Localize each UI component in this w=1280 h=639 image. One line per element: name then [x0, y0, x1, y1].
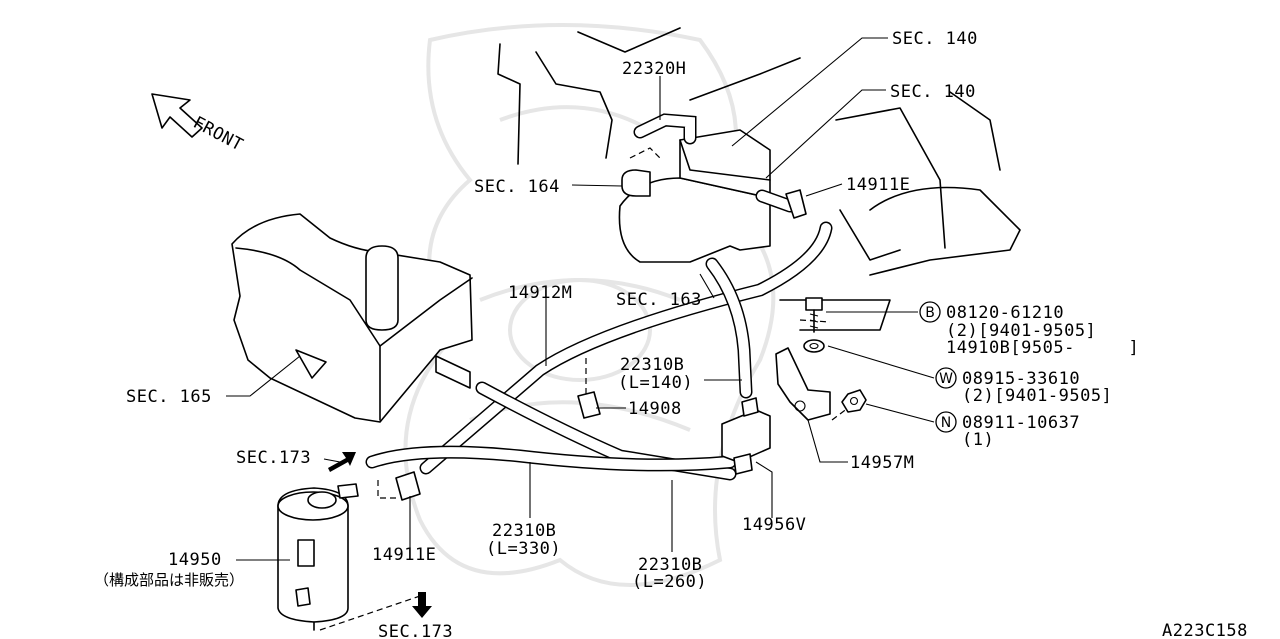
bolt-symbol-icon	[919, 301, 941, 323]
bolt-symbol: B	[925, 305, 935, 321]
leader-lines	[226, 37, 935, 561]
clip-14911e-bottom	[395, 471, 421, 501]
washer-part-number: 08915-33610	[962, 369, 1080, 389]
front-label: FRONT	[190, 113, 247, 156]
nut-callout: N 08911-10637 (1)	[935, 411, 1080, 450]
arrow-sec173-top-icon	[328, 452, 356, 472]
label-14956v: 14956V	[742, 515, 806, 535]
vacuum-tank	[618, 129, 771, 263]
nut-icon	[841, 389, 867, 413]
front-arrow-icon	[151, 93, 203, 138]
label-22310b-330-length: (L=330)	[486, 539, 561, 559]
hose-air-cleaner	[475, 381, 737, 481]
bolt-qty-range: (2)[9401-9505]	[946, 321, 1096, 341]
guide-lines	[319, 147, 849, 631]
clip-14911e-top	[785, 189, 807, 219]
canister-14950	[277, 483, 359, 631]
washer-symbol: W	[939, 371, 953, 387]
label-22310b-140-length: (L=140)	[618, 373, 693, 393]
solenoid-valve-14956v	[721, 397, 771, 475]
hose-22320h	[633, 113, 697, 145]
label-sec173-bottom: SEC.173	[378, 622, 453, 639]
label-14912m: 14912M	[508, 283, 572, 303]
label-sec163: SEC. 163	[616, 290, 702, 310]
label-14957m: 14957M	[850, 453, 914, 473]
label-14911e-top: 14911E	[846, 175, 910, 195]
hose-14912m	[419, 221, 833, 475]
nut-symbol-icon	[935, 411, 957, 433]
label-22310b-140: 22310B	[620, 355, 684, 375]
hose-22310b-l140	[705, 257, 753, 399]
label-sec173-top: SEC.173	[236, 448, 311, 468]
intake-manifold	[497, 27, 1021, 331]
label-22310b-260-length: (L=260)	[632, 572, 707, 592]
label-14950: 14950	[168, 550, 222, 570]
clip-14908	[577, 391, 601, 419]
washer-symbol-icon	[935, 367, 957, 389]
washer-icon	[803, 339, 825, 353]
label-sec165: SEC. 165	[126, 387, 212, 407]
label-sec140-a: SEC. 140	[892, 29, 978, 49]
bolt-alt-part: 14910B[9505- ]	[946, 338, 1139, 358]
bolt-part-number: 08120-61210	[946, 303, 1064, 323]
label-sec140-b: SEC. 140	[890, 82, 976, 102]
bolt-callout: B 08120-61210 (2)[9401-9505] 14910B[9505…	[919, 301, 1139, 358]
bolt-icon	[805, 297, 823, 333]
hose-14911e-top	[755, 189, 797, 213]
bracket-14957m	[775, 347, 831, 421]
arrow-sec173-bottom-icon	[412, 592, 432, 618]
washer-callout: W 08915-33610 (2)[9401-9505]	[935, 367, 1112, 406]
label-14911e-bottom: 14911E	[372, 545, 436, 565]
label-22320h: 22320H	[622, 59, 686, 79]
label-sec164: SEC. 164	[474, 177, 560, 197]
nut-qty: (1)	[962, 430, 994, 450]
label-22310b-260: 22310B	[638, 555, 702, 575]
label-14908: 14908	[628, 399, 682, 419]
label-14950-note: （構成部品は非販売）	[94, 571, 244, 589]
hose-22310b-l330	[365, 445, 737, 472]
nut-part-number: 08911-10637	[962, 413, 1080, 433]
diagram-code: A223C158	[1162, 621, 1248, 639]
air-cleaner-housing	[231, 213, 473, 423]
washer-qty-range: (2)[9401-9505]	[962, 386, 1112, 406]
label-22310b-330: 22310B	[492, 521, 556, 541]
nut-symbol: N	[941, 415, 951, 431]
